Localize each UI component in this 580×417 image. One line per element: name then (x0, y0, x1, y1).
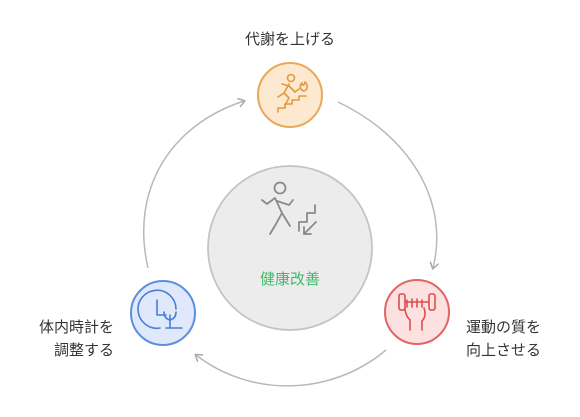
fist-holding-dumbbell-icon (398, 293, 436, 331)
center-circle (207, 165, 373, 331)
node-right-label-line1: 運動の質を (466, 318, 542, 336)
arrow-right-to-left (194, 349, 387, 387)
node-right-circle (384, 279, 450, 345)
node-left-label: 体内時計を 調整する (10, 316, 114, 362)
node-top-label: 代謝を上げる (244, 30, 335, 48)
center-label: 健康改善 (259, 270, 320, 288)
node-right-label-line2: 向上させる (466, 341, 542, 359)
person-walking-down-stairs-icon (261, 181, 317, 235)
node-left-label-line1: 体内時計を (38, 318, 114, 336)
node-right-label: 運動の質を 向上させる (466, 316, 541, 362)
node-left-label-line2: 調整する (53, 341, 114, 359)
arrow-left-to-top (143, 97, 246, 269)
node-top-circle (257, 62, 323, 128)
clock-sprout-icon (137, 289, 183, 330)
arrow-top-to-right (337, 101, 439, 270)
person-climbing-stairs-flame-icon (277, 73, 309, 113)
node-left-circle (130, 280, 196, 346)
